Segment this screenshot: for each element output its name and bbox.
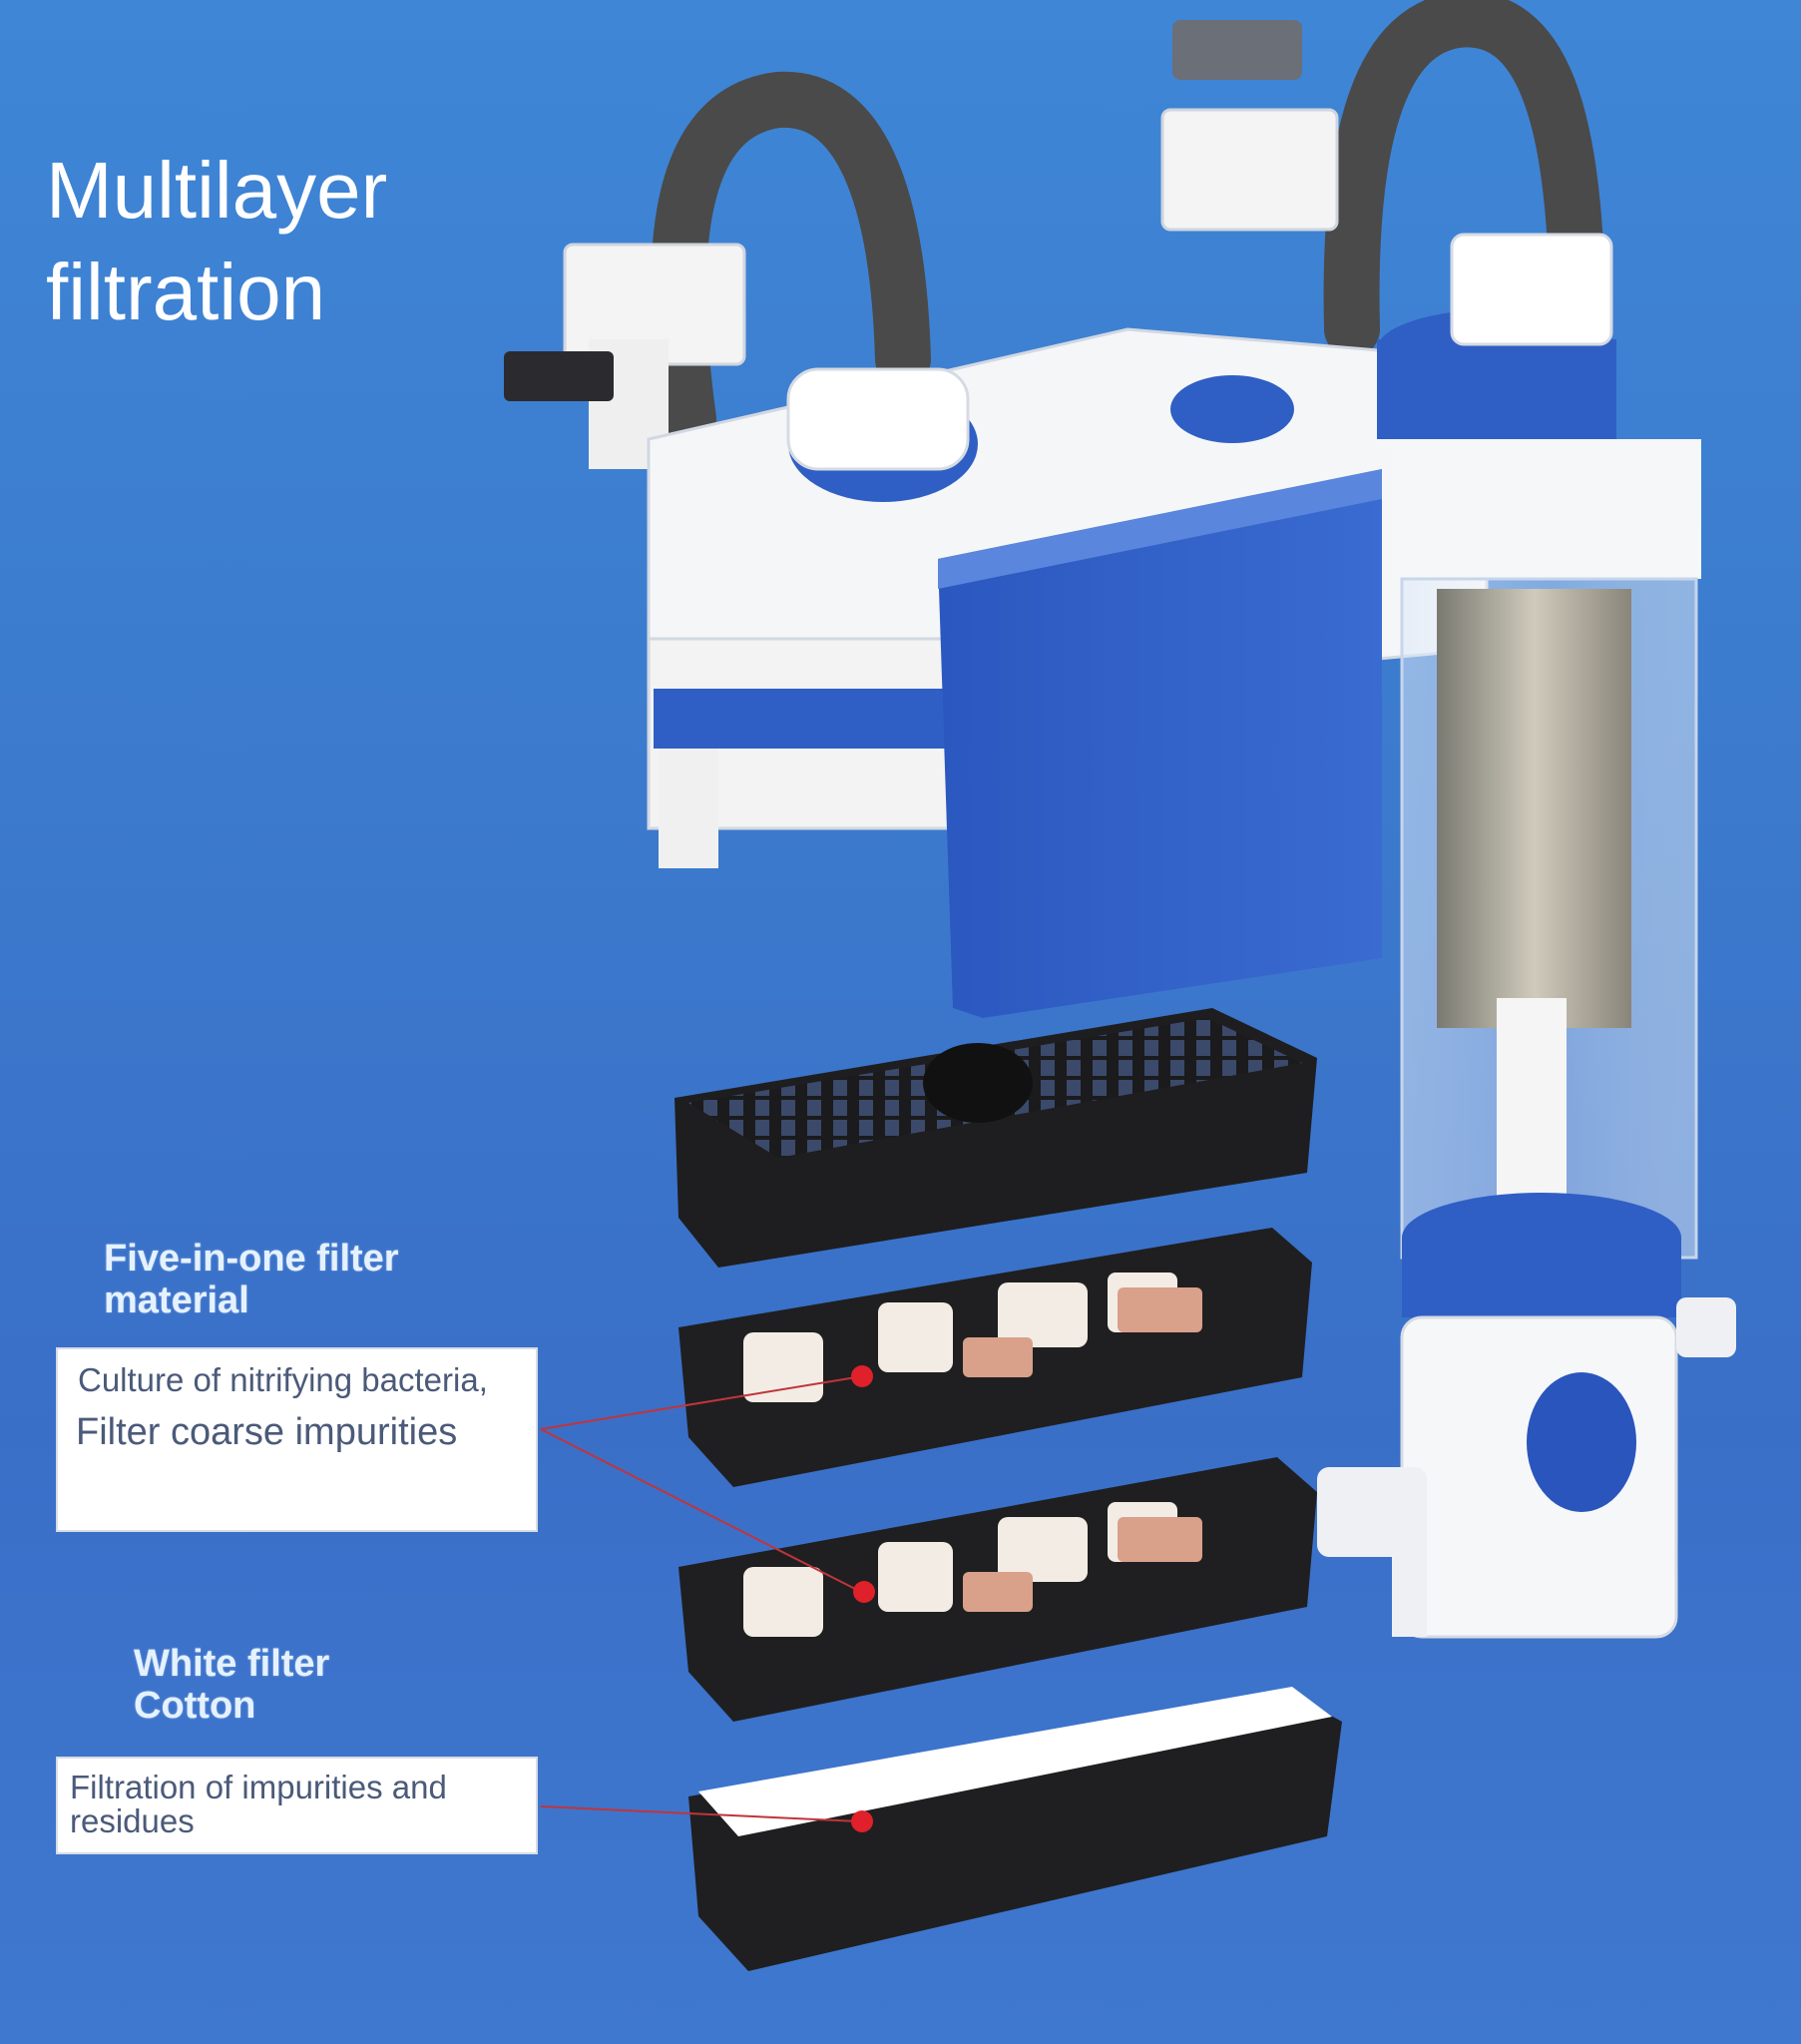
five-in-one-heading: Five-in-one filter material	[104, 1238, 399, 1321]
grate-impeller	[923, 1043, 1033, 1123]
title-line: Multilayer	[46, 145, 388, 235]
canister-top-band	[1377, 339, 1616, 439]
bottom-clip	[1392, 1487, 1427, 1637]
intake-nozzle	[504, 351, 614, 401]
front-cover	[938, 469, 1382, 1018]
front-cover-top	[938, 469, 1382, 589]
white-cotton-pad	[698, 1687, 1332, 1836]
center-port	[1170, 375, 1294, 443]
title-line: filtration	[46, 247, 326, 336]
heading-line: Five-in-one filter	[104, 1238, 399, 1279]
mesh-cartridge	[1437, 589, 1631, 1028]
white-cotton-heading: White filter Cotton	[134, 1643, 329, 1727]
pump-top	[1172, 20, 1302, 80]
side-fitting	[1676, 1297, 1736, 1357]
center-rod	[1497, 998, 1567, 1218]
marker-dot	[851, 1365, 873, 1387]
body-leg	[659, 749, 718, 868]
description-line: Culture of nitrifying bacteria,	[78, 1361, 488, 1398]
media-1-ceramic	[963, 1287, 1202, 1377]
heading-line: material	[104, 1279, 249, 1321]
five-in-one-description: Culture of nitrifying bacteria, Filter c…	[56, 1347, 538, 1532]
tray-cotton	[688, 1692, 1342, 1971]
page-title: Multilayer filtration	[46, 140, 387, 343]
canister-cap	[1450, 233, 1613, 346]
heading-line: Cotton	[134, 1685, 256, 1727]
valve-knob	[1527, 1372, 1636, 1512]
marker-dot	[851, 1810, 873, 1832]
media-2-ceramic	[963, 1517, 1202, 1612]
canister-white-band	[1392, 439, 1701, 579]
canister-bottom-band	[1402, 1238, 1681, 1317]
body-blue-band	[654, 689, 953, 749]
description-line: residues	[70, 1802, 195, 1839]
clamp-right	[1160, 108, 1339, 232]
heading-line: White filter	[134, 1643, 330, 1685]
outlet-cap	[786, 367, 970, 471]
description-line: Filter coarse impurities	[76, 1411, 458, 1453]
white-cotton-description: Filtration of impurities and residues	[56, 1757, 538, 1854]
description-line: Filtration of impurities and	[70, 1769, 447, 1805]
leader-lines	[540, 1376, 862, 1822]
marker-dot	[853, 1581, 875, 1603]
hose-right	[1323, 0, 1604, 357]
